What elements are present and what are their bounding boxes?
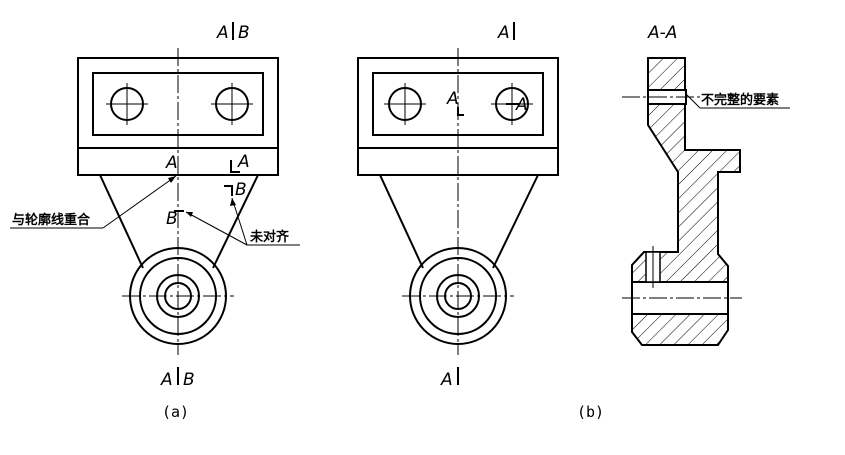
leader-incomplete — [685, 93, 701, 109]
label-b-mid-right: B — [235, 180, 247, 200]
label-top-b-view: A — [497, 23, 510, 43]
note-misaligned: 未对齐 — [249, 229, 290, 245]
leader-misaligned-arrow-2 — [230, 198, 236, 206]
section-mark-inner-left — [457, 107, 464, 116]
label-top-b: B — [238, 23, 250, 43]
label-bottom-a: A — [160, 370, 173, 390]
view-a: A B A A B B 与 — [10, 22, 300, 421]
section-view: A-A 不完整的要素 — [622, 23, 790, 346]
section-mark-a-right — [230, 160, 240, 173]
leader-coincide — [102, 175, 177, 229]
label-top-a: A — [216, 23, 229, 43]
note-coincide: 与轮廓线重合 — [12, 212, 91, 228]
arm-left — [99, 174, 144, 269]
label-bottom-b: B — [183, 370, 195, 390]
section-title: A-A — [647, 23, 677, 43]
arm-right-b — [492, 174, 539, 269]
label-a-mid-left: A — [165, 153, 178, 173]
label-inner-a-right: A — [515, 95, 528, 115]
view-b: A A A A (b) — [357, 22, 604, 421]
section-mark-b-right — [224, 185, 233, 196]
label-bottom-b-view: A — [440, 370, 453, 390]
caption-a: (a) — [162, 403, 189, 421]
label-b-mid-left: B — [166, 209, 178, 229]
leader-misaligned-2 — [231, 197, 248, 246]
leader-misaligned-1 — [185, 211, 248, 246]
note-incomplete: 不完整的要素 — [701, 92, 779, 108]
arm-left-b — [379, 174, 424, 269]
leader-misaligned-arrow-1 — [186, 212, 193, 217]
label-inner-a-left: A — [446, 89, 459, 109]
label-a-mid-right: A — [237, 152, 250, 172]
leader-coincide-arrow — [168, 176, 176, 183]
arm-right — [212, 174, 259, 269]
caption-b: (b) — [577, 403, 604, 421]
